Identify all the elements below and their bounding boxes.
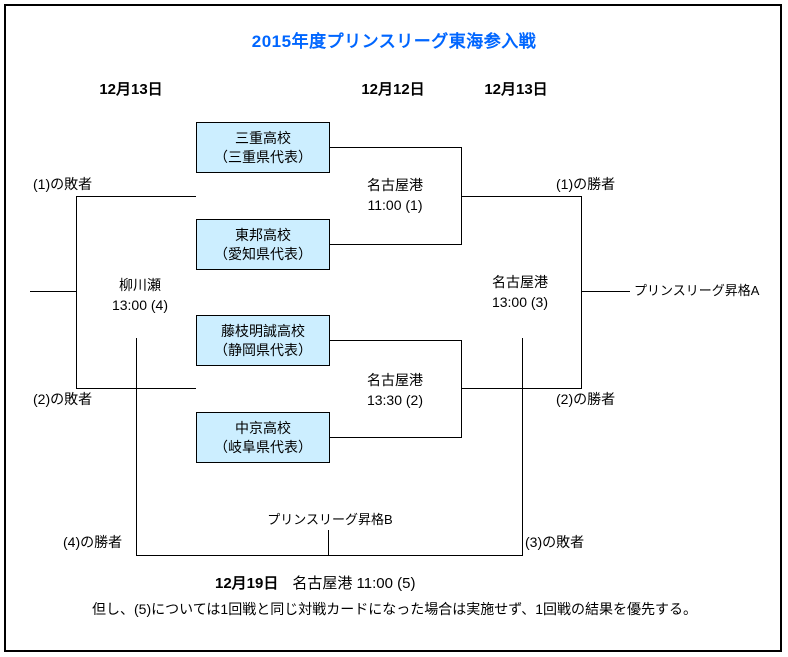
match5-right-vertical-line (522, 338, 523, 556)
match1-time: 11:00 (1) (367, 197, 423, 213)
match4-info: 柳川瀬 13:00 (4) (60, 275, 220, 315)
promotion-a-label: プリンスリーグ昇格A (634, 283, 760, 298)
winner-of-match2-label: (2)の勝者 (556, 391, 616, 407)
loser-of-match3-label: (3)の敗者 (525, 534, 585, 550)
match1-output-line (461, 196, 581, 197)
match3-vertical-line (581, 196, 582, 389)
team-box-mie: 三重高校 （三重県代表） (196, 122, 330, 173)
match3-output-line (581, 291, 630, 292)
match2-output-line (461, 388, 581, 389)
match1-venue: 名古屋港 (367, 177, 423, 193)
promotion-b-label: プリンスリーグ昇格B (267, 512, 393, 527)
match4-input-top-line (76, 196, 196, 197)
match5-left-vertical-line (136, 338, 137, 556)
team-name: 東邦高校 (235, 226, 291, 243)
page-border (4, 4, 782, 652)
match4-output-line (30, 291, 76, 292)
team-box-chukyo: 中京高校 （岐阜県代表） (196, 412, 330, 463)
team-representative: （岐阜県代表） (214, 438, 312, 455)
match2-input-top-line (330, 340, 461, 341)
footnote: 但し、(5)については1回戦と同じ対戦カードになった場合は実施せず、1回戦の結果… (92, 601, 698, 617)
match5-info: 12月19日名古屋港 11:00 (5) (215, 575, 415, 593)
date-header-left: 12月13日 (99, 81, 163, 98)
match2-info: 名古屋港 13:30 (2) (315, 370, 475, 410)
match2-venue: 名古屋港 (367, 372, 423, 388)
team-representative: （三重県代表） (214, 148, 312, 165)
winner-of-match1-label: (1)の勝者 (556, 176, 616, 192)
match4-venue: 柳川瀬 (119, 277, 161, 293)
team-representative: （愛知県代表） (214, 245, 312, 262)
match2-time: 13:30 (2) (366, 392, 424, 408)
date-header-center: 12月12日 (361, 81, 425, 98)
match1-info: 名古屋港 11:00 (1) (315, 175, 475, 215)
match5-venue-time: 名古屋港 11:00 (5) (292, 575, 416, 592)
team-box-fujieda-meisei: 藤枝明誠高校 （静岡県代表） (196, 315, 330, 366)
tournament-title: 2015年度プリンスリーグ東海参入戦 (251, 32, 537, 51)
match5-bottom-line (136, 555, 523, 556)
team-name: 藤枝明誠高校 (221, 322, 305, 339)
match2-input-bottom-line (330, 437, 461, 438)
match4-time: 13:00 (4) (111, 297, 169, 313)
match3-venue: 名古屋港 (492, 274, 548, 290)
date-header-right: 12月13日 (484, 81, 548, 98)
match4-vertical-line (76, 196, 77, 389)
loser-of-match1-label: (1)の敗者 (33, 176, 93, 192)
team-name: 中京高校 (235, 419, 291, 436)
match1-input-top-line (330, 147, 461, 148)
team-name: 三重高校 (235, 129, 291, 146)
winner-of-match4-label: (4)の勝者 (63, 534, 123, 550)
team-box-toho: 東邦高校 （愛知県代表） (196, 219, 330, 270)
match3-time: 13:00 (3) (491, 294, 549, 310)
match3-info: 名古屋港 13:00 (3) (440, 272, 600, 312)
promotion-b-tick-line (328, 530, 329, 556)
match2-vertical-line (461, 340, 462, 438)
match1-input-bottom-line (330, 244, 461, 245)
team-representative: （静岡県代表） (214, 341, 312, 358)
match5-date: 12月19日 (215, 575, 279, 592)
loser-of-match2-label: (2)の敗者 (33, 391, 93, 407)
